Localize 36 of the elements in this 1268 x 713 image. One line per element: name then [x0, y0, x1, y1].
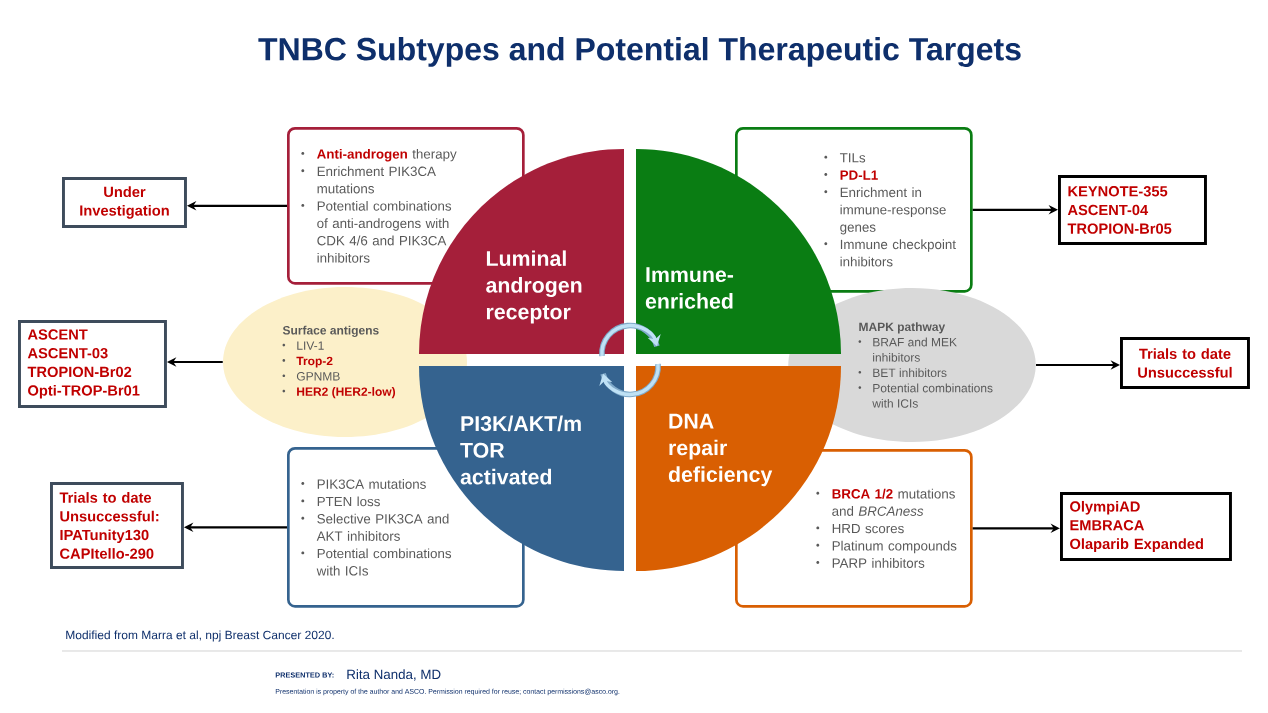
- bullet-point: Trop-2: [282, 356, 333, 368]
- quadrant-sector: Immune-enriched: [636, 149, 841, 354]
- bullet-point: BRAF and MEK inhibitors: [858, 337, 957, 362]
- result-box: [1058, 175, 1207, 245]
- result-box: [18, 320, 167, 408]
- bullet-point: BET inhibitors: [858, 368, 947, 378]
- trial-name: CAPItello-290: [60, 548, 154, 559]
- trial-name: TROPION-Br05: [1067, 223, 1172, 234]
- caption: Modified from Marra et al, npj Breast Cancer 2020.: [66, 630, 334, 642]
- result-box: [1060, 492, 1232, 561]
- title: TNBC Subtypes and Potential Therapeutic Targets: [258, 37, 1021, 67]
- bullet-point: HER2 (HER2-low): [282, 387, 396, 399]
- list-heading: Surface antigens: [282, 325, 379, 337]
- trial-name: ASCENT-03: [27, 348, 108, 359]
- result-box: [50, 482, 184, 569]
- trial-name: OlympiAD: [1070, 500, 1140, 515]
- trial-name: TROPION-Br02: [27, 366, 132, 378]
- trial-name: ASCENT: [27, 329, 88, 340]
- result-box: [1120, 337, 1250, 389]
- trial-name: KEYNOTE-355: [1068, 186, 1168, 197]
- trial-name: Olaparib Expanded: [1070, 538, 1203, 552]
- trial-name: Trials to date Unsuccessful:: [59, 492, 159, 522]
- bullet-point: GPNMB: [282, 372, 340, 381]
- presenter-name: Rita Nanda, MD: [347, 669, 441, 681]
- trial-name: IPATunity130: [60, 529, 149, 544]
- bullet-point: Potential combinations with ICIs: [858, 383, 993, 408]
- bullet-point: LIV-1: [282, 341, 324, 350]
- trial-name: EMBRACA: [1070, 520, 1145, 531]
- result-box: [62, 177, 187, 228]
- trial-name: Opti-TROP-Br01: [28, 384, 140, 399]
- trial-name: Trials to date Unsuccessful: [1138, 348, 1232, 378]
- list-heading: MAPK pathway: [859, 322, 946, 334]
- bullet-point: PTEN loss: [301, 496, 380, 507]
- trial-name: ASCENT-04: [1067, 204, 1149, 216]
- trial-name: Under Investigation: [80, 186, 169, 219]
- cycle-arrows-icon: [599, 322, 661, 398]
